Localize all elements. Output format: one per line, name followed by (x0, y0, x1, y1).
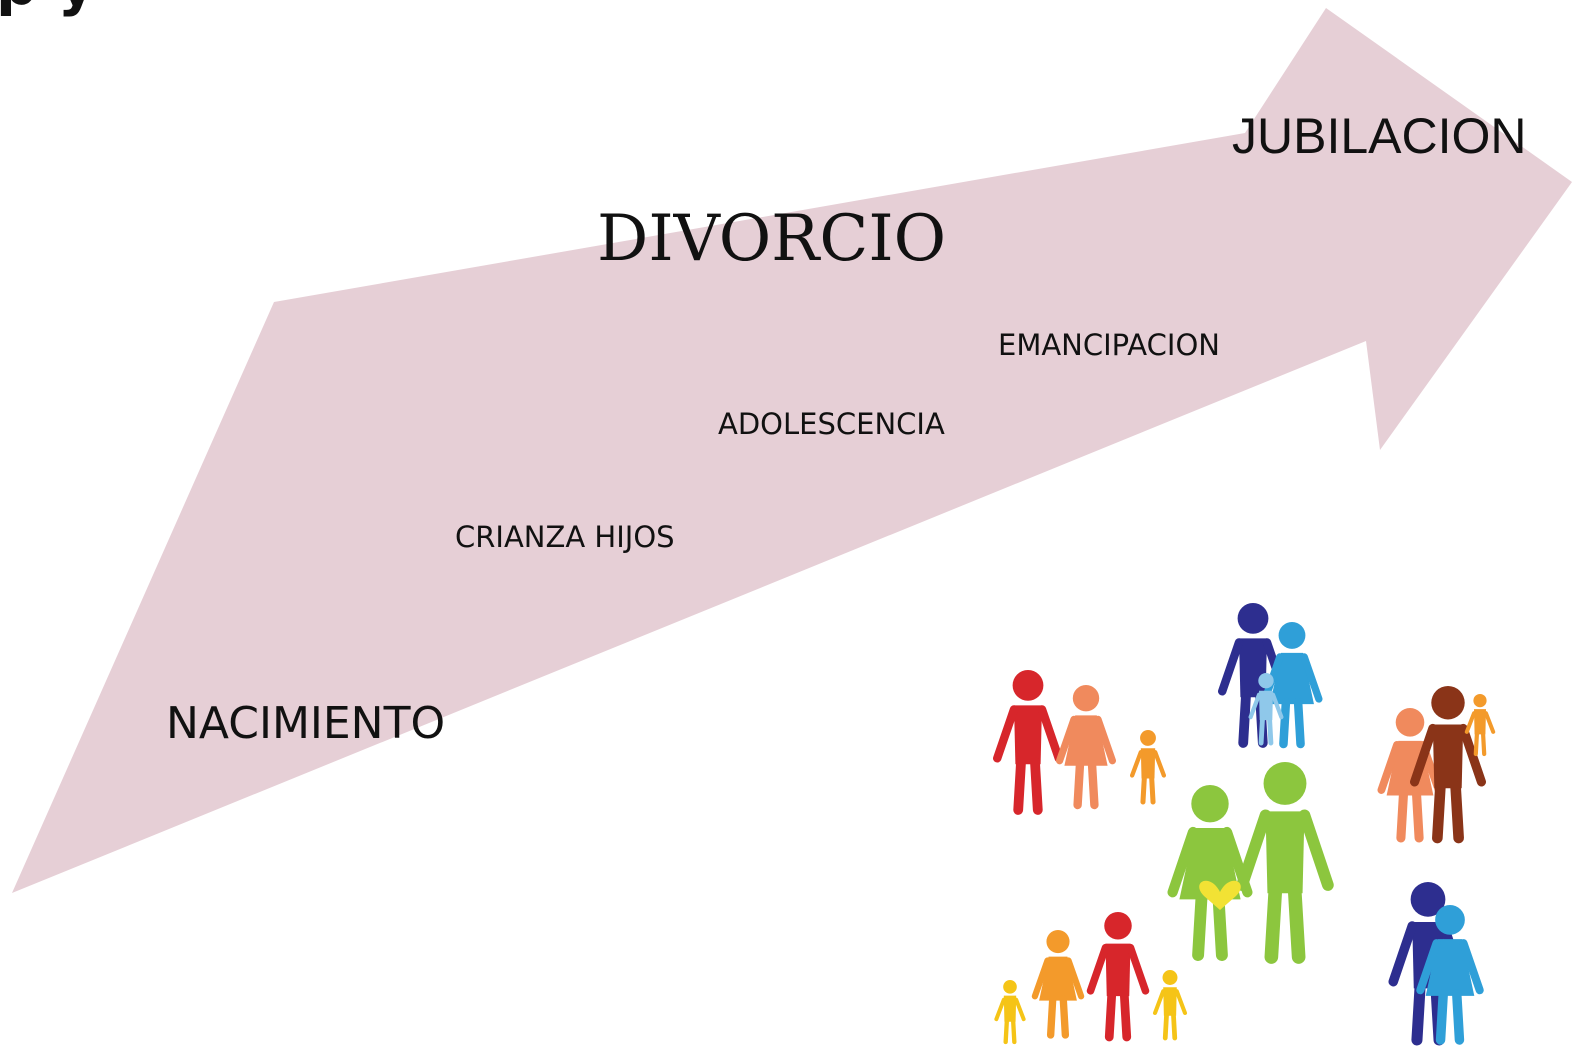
person-green-woman (1167, 785, 1253, 961)
heart-icon (1199, 880, 1241, 910)
person-yellow-child-right (1153, 970, 1187, 1041)
person-red-man (1086, 912, 1150, 1042)
stage-jubilacion: JUBILACION (1232, 108, 1527, 164)
stage-adolescencia: ADOLESCENCIA (718, 407, 945, 441)
person-brown (1410, 686, 1486, 844)
family-groups-icon (993, 603, 1496, 1046)
person-orange-baby (1464, 694, 1496, 757)
stage-divorcio: DIVORCIO (597, 202, 946, 276)
person-green-man (1236, 762, 1334, 964)
person-orange-child (1130, 730, 1166, 805)
person-salmon (1056, 685, 1116, 810)
stage-nacimiento: NACIMIENTO (166, 698, 445, 749)
stage-crianza-hijos: CRIANZA HIJOS (455, 520, 675, 554)
page-title-partial: p y (0, 0, 96, 18)
person-yellow-child-left (994, 980, 1026, 1045)
person-lightblue-child (1248, 673, 1284, 746)
stage-emancipacion: EMANCIPACION (998, 328, 1220, 362)
person-orange-woman (1031, 930, 1085, 1039)
life-arrow (12, 8, 1572, 893)
person-red (993, 670, 1063, 815)
person-sky-right (1416, 905, 1484, 1045)
